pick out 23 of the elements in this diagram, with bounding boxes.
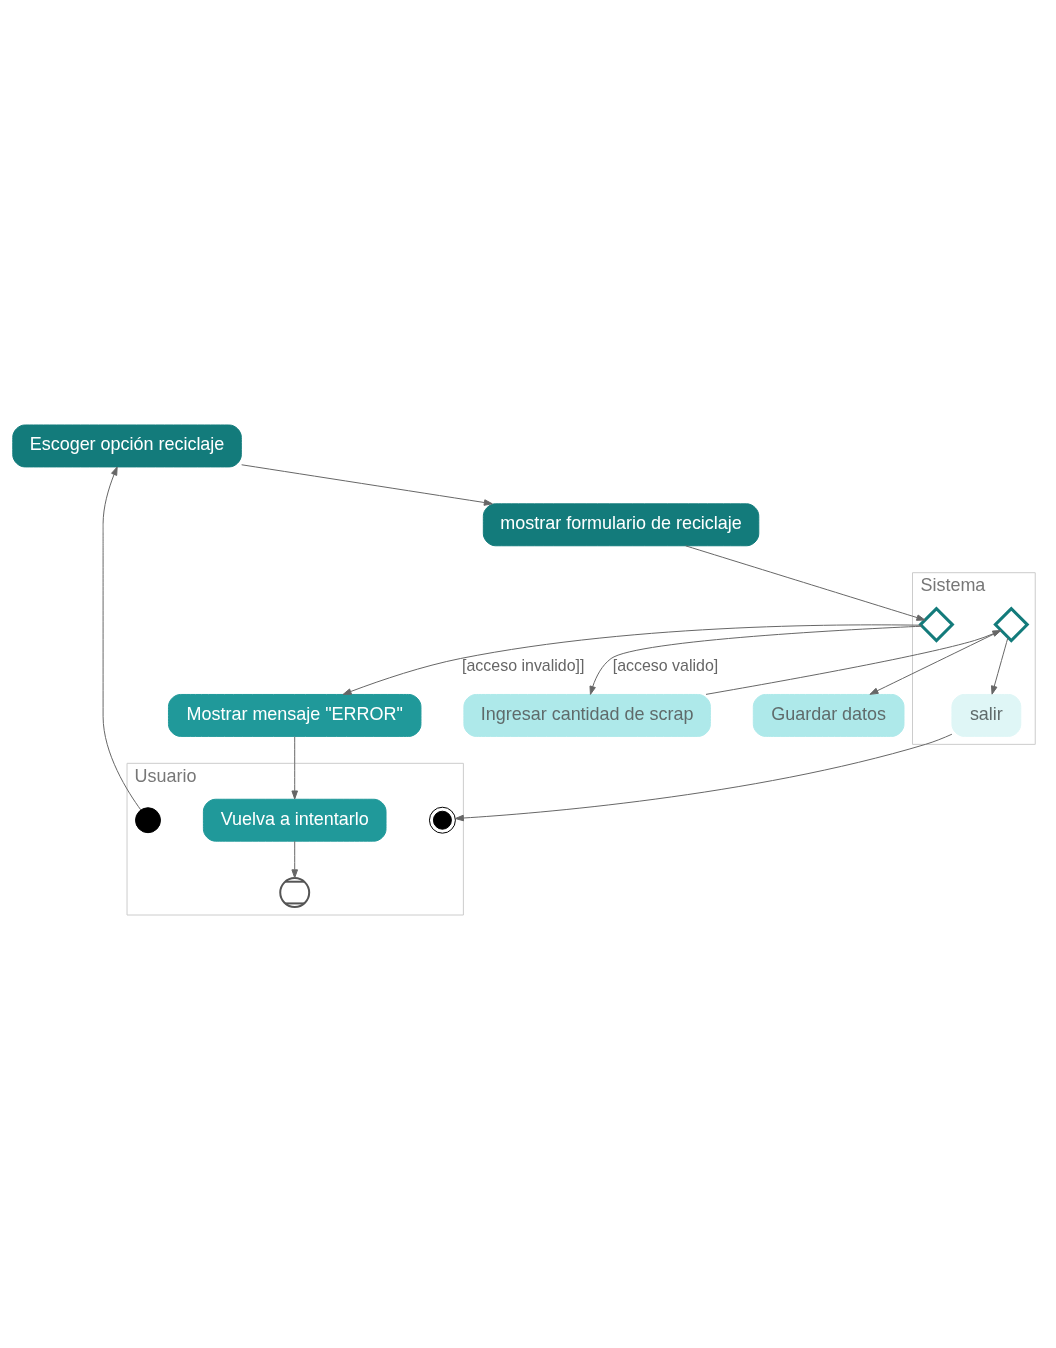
node-box: Guardar datos <box>752 693 905 737</box>
node-box: Ingresar cantidad de scrap <box>463 693 711 737</box>
node-circle <box>428 806 456 834</box>
arrow <box>291 840 298 879</box>
node-box: Escoger opción reciclaje <box>12 424 242 468</box>
node-box: Mostrar mensaje "ERROR" <box>167 693 422 737</box>
arrow <box>454 733 953 822</box>
node-box: Vuelva a intentarlo <box>202 798 387 842</box>
arrow <box>869 630 1002 695</box>
arrow <box>685 545 926 621</box>
arrow <box>342 624 922 695</box>
node-box: mostrar formulario de reciclaje <box>482 503 760 547</box>
node-diamond <box>918 606 955 643</box>
arrow <box>291 736 298 800</box>
arrow <box>991 637 1009 695</box>
arrow <box>589 625 923 695</box>
arrow <box>241 464 493 506</box>
edge-label: [acceso invalido]] <box>462 657 585 675</box>
arrow <box>705 630 1002 695</box>
node-box: salir <box>951 693 1022 737</box>
edge-label: [acceso valido] <box>612 657 719 675</box>
arrow <box>102 466 142 811</box>
node-circle <box>135 807 161 834</box>
